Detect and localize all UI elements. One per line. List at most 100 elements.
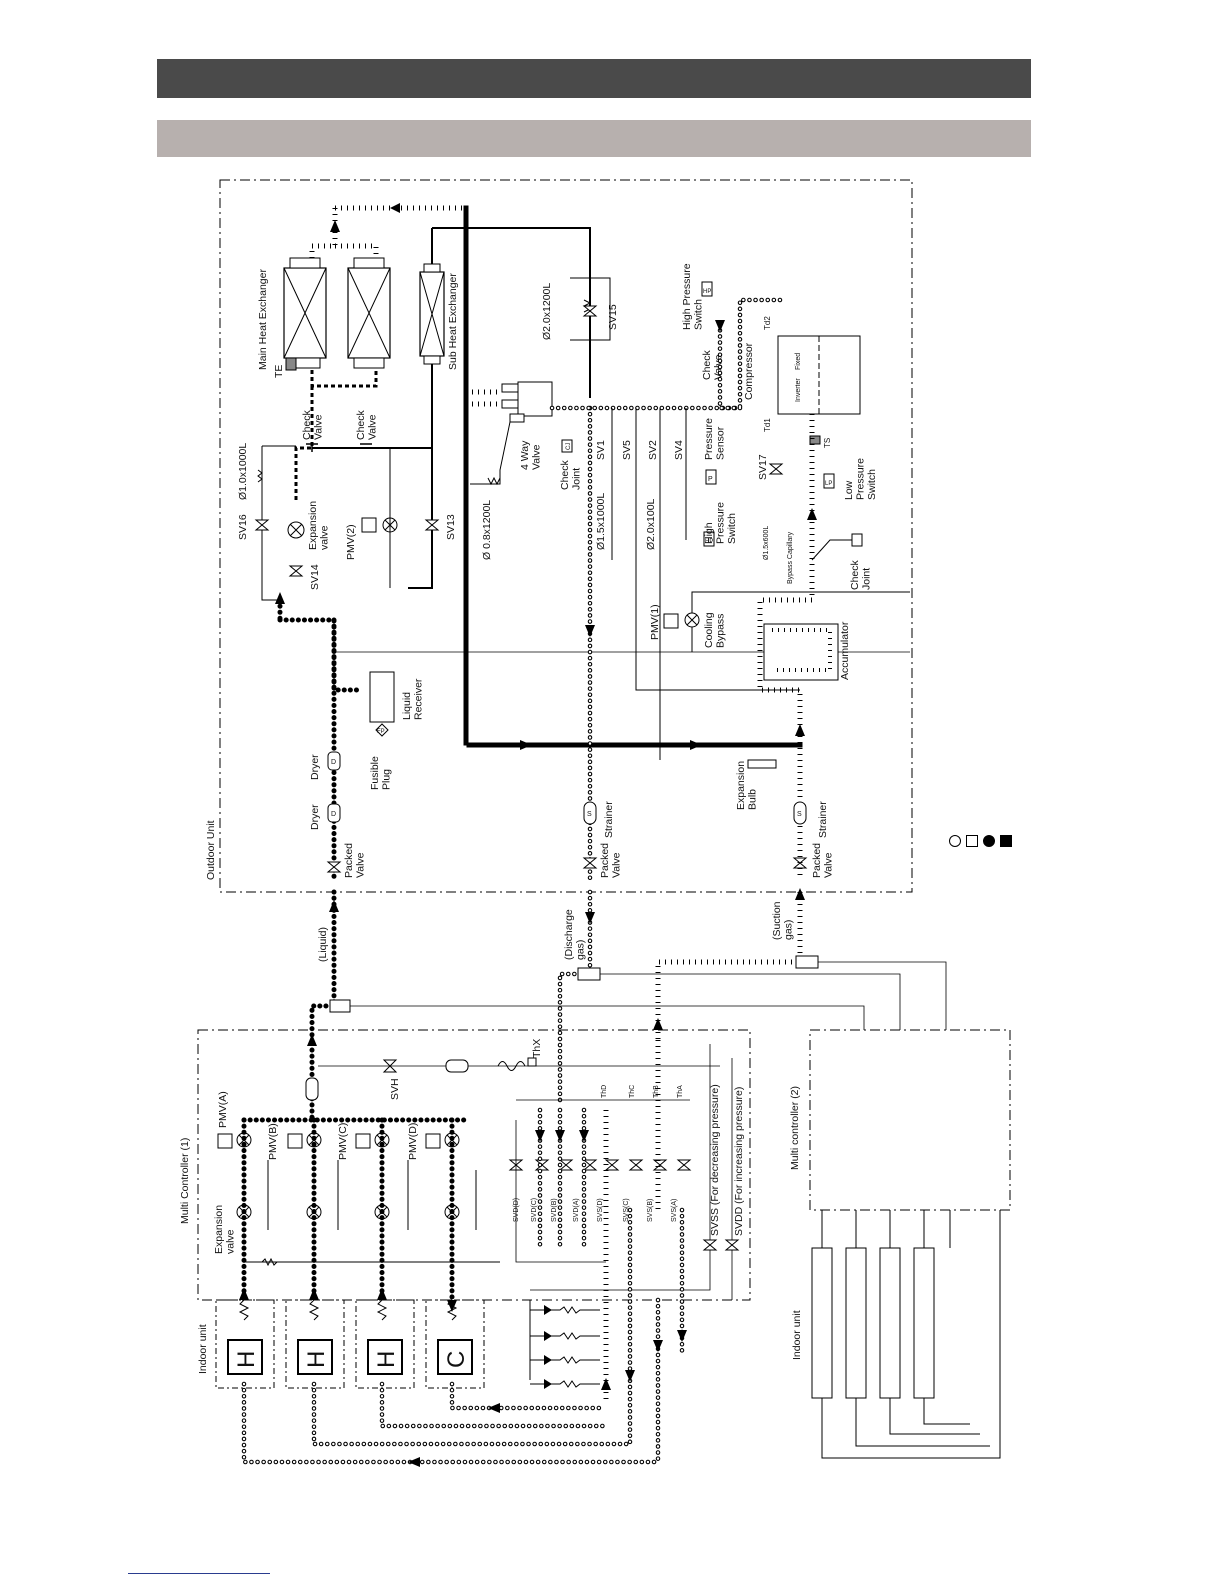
sv14-label: SV14 — [309, 564, 321, 590]
cap-15x600-label: Ø1.5x600L — [763, 526, 770, 560]
suction-line-label: (Suctiongas) — [771, 901, 795, 940]
low-pressure-switch-label: LowPressureSwitch — [843, 458, 878, 500]
sv17-valve — [768, 463, 784, 475]
pmv-a-label: PMV(A) — [217, 1091, 229, 1128]
liquid-joint — [329, 999, 351, 1013]
mc2-indoor-title: Indoor unit — [791, 1310, 803, 1360]
mc2-indoor-4 — [913, 1247, 935, 1399]
svd-c-label: SVD(C) — [531, 1198, 538, 1222]
packed-valve-liquid — [326, 861, 342, 873]
fixed-label: Fixed — [795, 353, 802, 370]
svs-d-label: SVS(D) — [597, 1198, 604, 1222]
mc1-expansion-valve-label: Expansionvalve — [213, 1205, 237, 1254]
sv15-label: SV15 — [607, 304, 619, 330]
thd-label: ThD — [601, 1085, 608, 1098]
thx-label: ThX — [531, 1039, 543, 1058]
pmv-d-label: PMV(D) — [407, 1123, 419, 1160]
indoor-units: Indoor unit H H H C — [197, 1288, 661, 1467]
sv13-label: SV13 — [445, 514, 457, 540]
packed-valve-suction — [792, 857, 808, 869]
main-heat-exchanger — [283, 257, 391, 369]
strainer-suction — [793, 801, 807, 825]
ts-sensor — [809, 435, 821, 445]
strainer-suction-s: S — [797, 811, 802, 818]
mc1-title: Multi Controller (1) — [179, 1138, 191, 1224]
te-label: TE — [273, 365, 285, 378]
sv15-valve — [582, 305, 598, 317]
footer-link-line — [128, 1573, 270, 1574]
pmv2-actuator — [361, 517, 377, 533]
packed-valve-discharge — [582, 857, 598, 869]
pmv2-label: PMV(2) — [345, 524, 357, 560]
ts-label: TS — [823, 438, 832, 448]
svd-a-label: SVD(A) — [573, 1198, 580, 1222]
cj-1-label: CJ — [566, 443, 572, 450]
subheader-bar — [157, 120, 1031, 157]
legend-filled-circle-icon — [983, 835, 995, 847]
check-valve-2-label: CheckValve — [355, 409, 379, 440]
pressure-sensor-label: PressureSensor — [703, 418, 727, 460]
main-hx-bottom-pipe — [310, 370, 378, 388]
outdoor-unit-boundary — [219, 179, 913, 893]
cap-08x1200-label: Ø 0.8x1200L — [481, 500, 493, 560]
strainer-suction-label: Strainer — [817, 801, 829, 838]
mc2-boundary — [809, 1029, 1011, 1211]
indoor-unit-4-mode: C — [443, 1351, 470, 1368]
td1-label: Td1 — [763, 418, 772, 432]
te-sensor — [285, 357, 297, 371]
svdd-valve — [724, 1239, 740, 1251]
pressure-sensor — [705, 469, 717, 485]
td2-label: Td2 — [763, 316, 772, 330]
strainer-discharge — [583, 801, 597, 825]
mc1-boundary — [197, 1029, 751, 1301]
main-hx-label: Main Heat Exchanger — [257, 269, 269, 370]
svss-valve — [702, 1239, 718, 1251]
lp-label: LP — [825, 481, 832, 487]
thb-label: ThB — [653, 1085, 660, 1098]
dryer-1-d: D — [331, 759, 336, 766]
cooling-bypass-label: CoolingBypass — [703, 612, 727, 648]
fusible-plug-label: FusiblePlug — [369, 756, 393, 790]
mc1-expansion-valves — [236, 1204, 460, 1220]
expansion-bulb-label: ExpansionBulb — [735, 761, 759, 810]
check-valve-1-label: CheckValve — [301, 409, 325, 440]
packed-valve-suction-label: PackedValve — [811, 843, 835, 878]
sv16-valve — [254, 519, 270, 531]
svd-svs-valves — [508, 1159, 692, 1171]
strainer-discharge-s: S — [587, 811, 592, 818]
mc2-indoor-2 — [845, 1247, 867, 1399]
thc-label: ThC — [629, 1085, 636, 1098]
indoor-unit-4 — [437, 1339, 473, 1375]
mc1-check-bank — [529, 1300, 600, 1389]
expansion-valve-label: Expansionvalve — [307, 501, 331, 550]
sub-hx-label: Sub Heat Exchanger — [447, 273, 459, 370]
indoor-unit-2 — [297, 1339, 333, 1375]
low-pressure-switch — [823, 473, 835, 489]
liquid-receiver-label: LiquidReceiver — [401, 678, 425, 720]
multi-controller-2: Multi controller (2) Indoor unit — [789, 1029, 1011, 1459]
liquid-pipe — [277, 617, 363, 883]
indoor-unit-1 — [227, 1339, 263, 1375]
cap-15x1000-label: Ø1.5x1000L — [595, 493, 607, 550]
four-way-valve — [517, 381, 553, 417]
high-pressure-switch-1 — [703, 531, 715, 547]
dryer-2-label: Dryer — [309, 804, 321, 830]
sv5-label: SV5 — [621, 440, 633, 460]
fp-label: FP — [377, 729, 385, 735]
packed-valve-discharge-label: PackedValve — [599, 843, 623, 878]
strainer-discharge-label: Strainer — [603, 801, 615, 838]
discharge-joint — [577, 967, 601, 981]
dryer-2-d: D — [331, 811, 336, 818]
check-joint-1-label: CheckJoint — [559, 459, 583, 490]
suction-pipe — [757, 414, 815, 880]
discharge-pipe — [463, 205, 803, 748]
svs-c-label: SVS(C) — [623, 1198, 630, 1222]
suction-joint — [795, 955, 819, 969]
dryer-1-label: Dryer — [309, 754, 321, 780]
expansion-bulb — [747, 759, 777, 769]
multi-controller-1: Multi Controller (1) SVH ThX PMV(A) PMV(… — [179, 1018, 751, 1465]
outdoor-unit: Outdoor Unit Main Heat Exchanger TE Sub … — [205, 179, 913, 893]
indoor-unit-3-mode: H — [373, 1351, 400, 1368]
mc2-indoor-3 — [879, 1247, 901, 1399]
